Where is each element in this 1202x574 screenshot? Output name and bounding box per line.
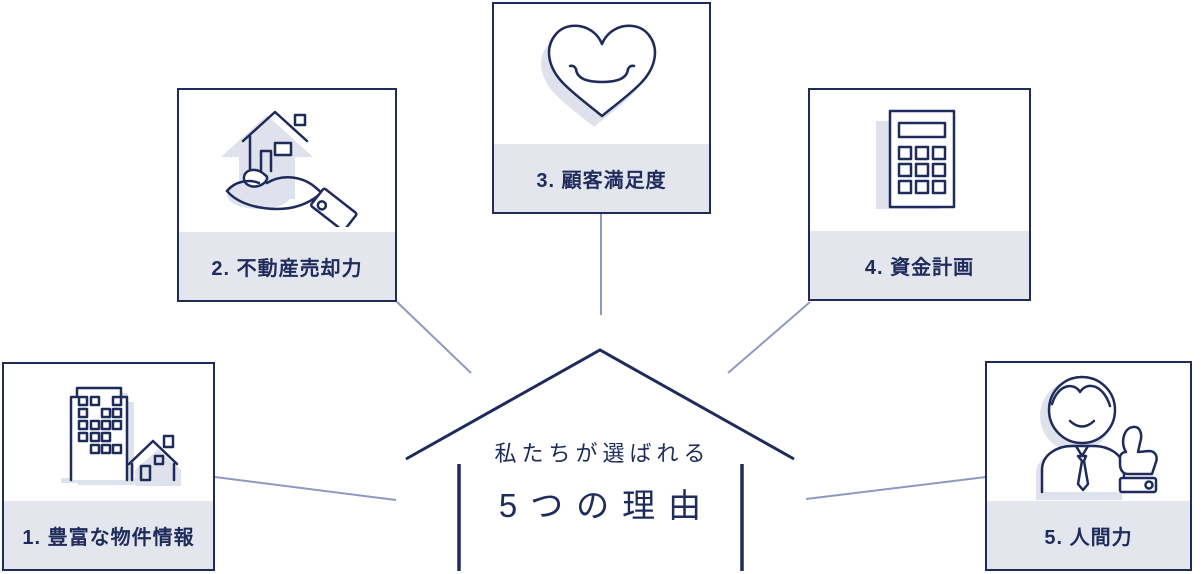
card-1-icon-area (4, 364, 213, 501)
calculator-icon (875, 109, 955, 209)
center-title: 私たちが選ばれる 5つの理由 (406, 436, 794, 527)
card-3-icon-area (494, 4, 709, 144)
card-4-icon-area (810, 90, 1029, 231)
connector-line-4 (727, 301, 811, 374)
card-financial-plan: 4. 資金計画 (808, 88, 1031, 301)
house-roof-line (405, 348, 795, 461)
card-5-icon-area (987, 363, 1190, 501)
card-1-label: 1. 豊富な物件情報 (4, 501, 213, 569)
connector-line-5 (805, 476, 987, 500)
buildings-icon (60, 386, 181, 486)
card-selling-power: 2. 不動産売却力 (177, 88, 397, 302)
connector-line-2 (396, 301, 472, 374)
card-4-label-text: 4. 資金計画 (864, 256, 975, 279)
card-1-label-text: 1. 豊富な物件情報 (22, 526, 195, 549)
center-title-line1: 私たちが選ばれる (494, 441, 711, 466)
card-property-info: 1. 豊富な物件情報 (2, 362, 215, 571)
person-thumbs-up-icon (1035, 375, 1158, 500)
card-human-power: 5. 人間力 (985, 361, 1192, 571)
house-in-hand-icon (221, 110, 358, 227)
card-2-label-text: 2. 不動産売却力 (211, 257, 363, 280)
card-3-label: 3. 顧客満足度 (494, 144, 709, 212)
card-5-label: 5. 人間力 (987, 501, 1190, 569)
connector-line-1 (214, 476, 397, 501)
card-3-label-text: 3. 顧客満足度 (536, 169, 667, 192)
card-customer-satisfaction: 3. 顧客満足度 (492, 2, 711, 214)
smiling-heart-icon (540, 24, 656, 127)
card-2-label: 2. 不動産売却力 (179, 232, 395, 300)
card-5-label-text: 5. 人間力 (1044, 526, 1133, 549)
card-2-icon-area (179, 90, 395, 232)
card-4-label: 4. 資金計画 (810, 231, 1029, 299)
center-title-line2: 5つの理由 (498, 487, 715, 524)
